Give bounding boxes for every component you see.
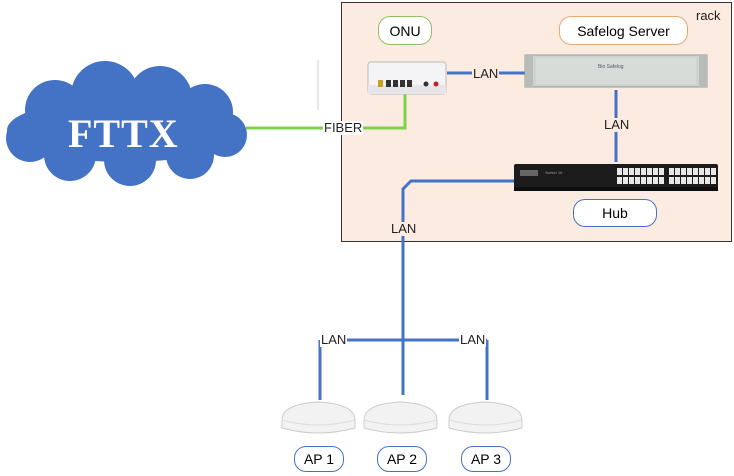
ap-device-3	[448, 401, 523, 434]
hub-port	[629, 168, 634, 175]
hub-port	[687, 177, 692, 184]
server-label: Safelog Server	[559, 16, 688, 45]
hub-port	[681, 168, 686, 175]
hub-port	[693, 168, 698, 175]
hub-port	[705, 168, 710, 175]
hub-port	[705, 177, 710, 184]
hub-port	[641, 168, 646, 175]
hub-port	[659, 177, 664, 184]
onu-device	[367, 61, 447, 95]
hub-port	[647, 168, 652, 175]
svg-text:Bio Safelog: Bio Safelog	[598, 64, 624, 70]
hub-port	[711, 168, 716, 175]
lan-label-ap3: LAN	[459, 332, 487, 347]
ap-label-2: AP 2	[377, 446, 427, 472]
ap-label-3: AP 3	[461, 446, 511, 472]
hub-port	[635, 177, 640, 184]
ap-device-1	[281, 401, 356, 434]
lan-label-ap1: LAN	[320, 332, 348, 347]
hub-port	[629, 177, 634, 184]
hub-port	[617, 177, 622, 184]
hub-label: Hub	[573, 199, 657, 227]
hub-port	[699, 168, 704, 175]
hub-ports	[617, 168, 716, 184]
fiber-link	[246, 92, 407, 130]
cloud-shape	[6, 61, 247, 186]
hub-port	[659, 168, 664, 175]
svg-text:Switch 16: Switch 16	[545, 170, 563, 175]
hub-port	[653, 177, 658, 184]
hub-port	[617, 168, 622, 175]
ap-device-2	[363, 401, 438, 434]
hub-port	[675, 177, 680, 184]
lan-label-onu-server: LAN	[472, 66, 500, 81]
hub-port	[669, 168, 674, 175]
hub-port	[693, 177, 698, 184]
hub-port	[711, 177, 716, 184]
ap-label-1: AP 1	[294, 446, 344, 472]
hub-port	[653, 168, 658, 175]
hub-port	[675, 168, 680, 175]
hub-port	[669, 177, 674, 184]
hub-port	[641, 177, 646, 184]
hub-port	[699, 177, 704, 184]
lan-label-server-hub: LAN	[603, 117, 631, 132]
hub-port	[623, 177, 628, 184]
hub-port	[623, 168, 628, 175]
onu-label: ONU	[378, 16, 432, 45]
lan-label-hub-down: LAN	[390, 221, 418, 236]
fiber-label: FIBER	[323, 120, 364, 135]
cloud-label: FTTX	[68, 111, 179, 156]
hub-device: Switch 16	[514, 164, 718, 191]
hub-port	[635, 168, 640, 175]
hub-port	[687, 168, 692, 175]
safelog-server-device: Bio Safelog	[524, 54, 708, 88]
rack-label: rack	[696, 8, 721, 23]
hub-port	[681, 177, 686, 184]
hub-port	[647, 177, 652, 184]
lan-link-hub-down	[401, 179, 514, 395]
